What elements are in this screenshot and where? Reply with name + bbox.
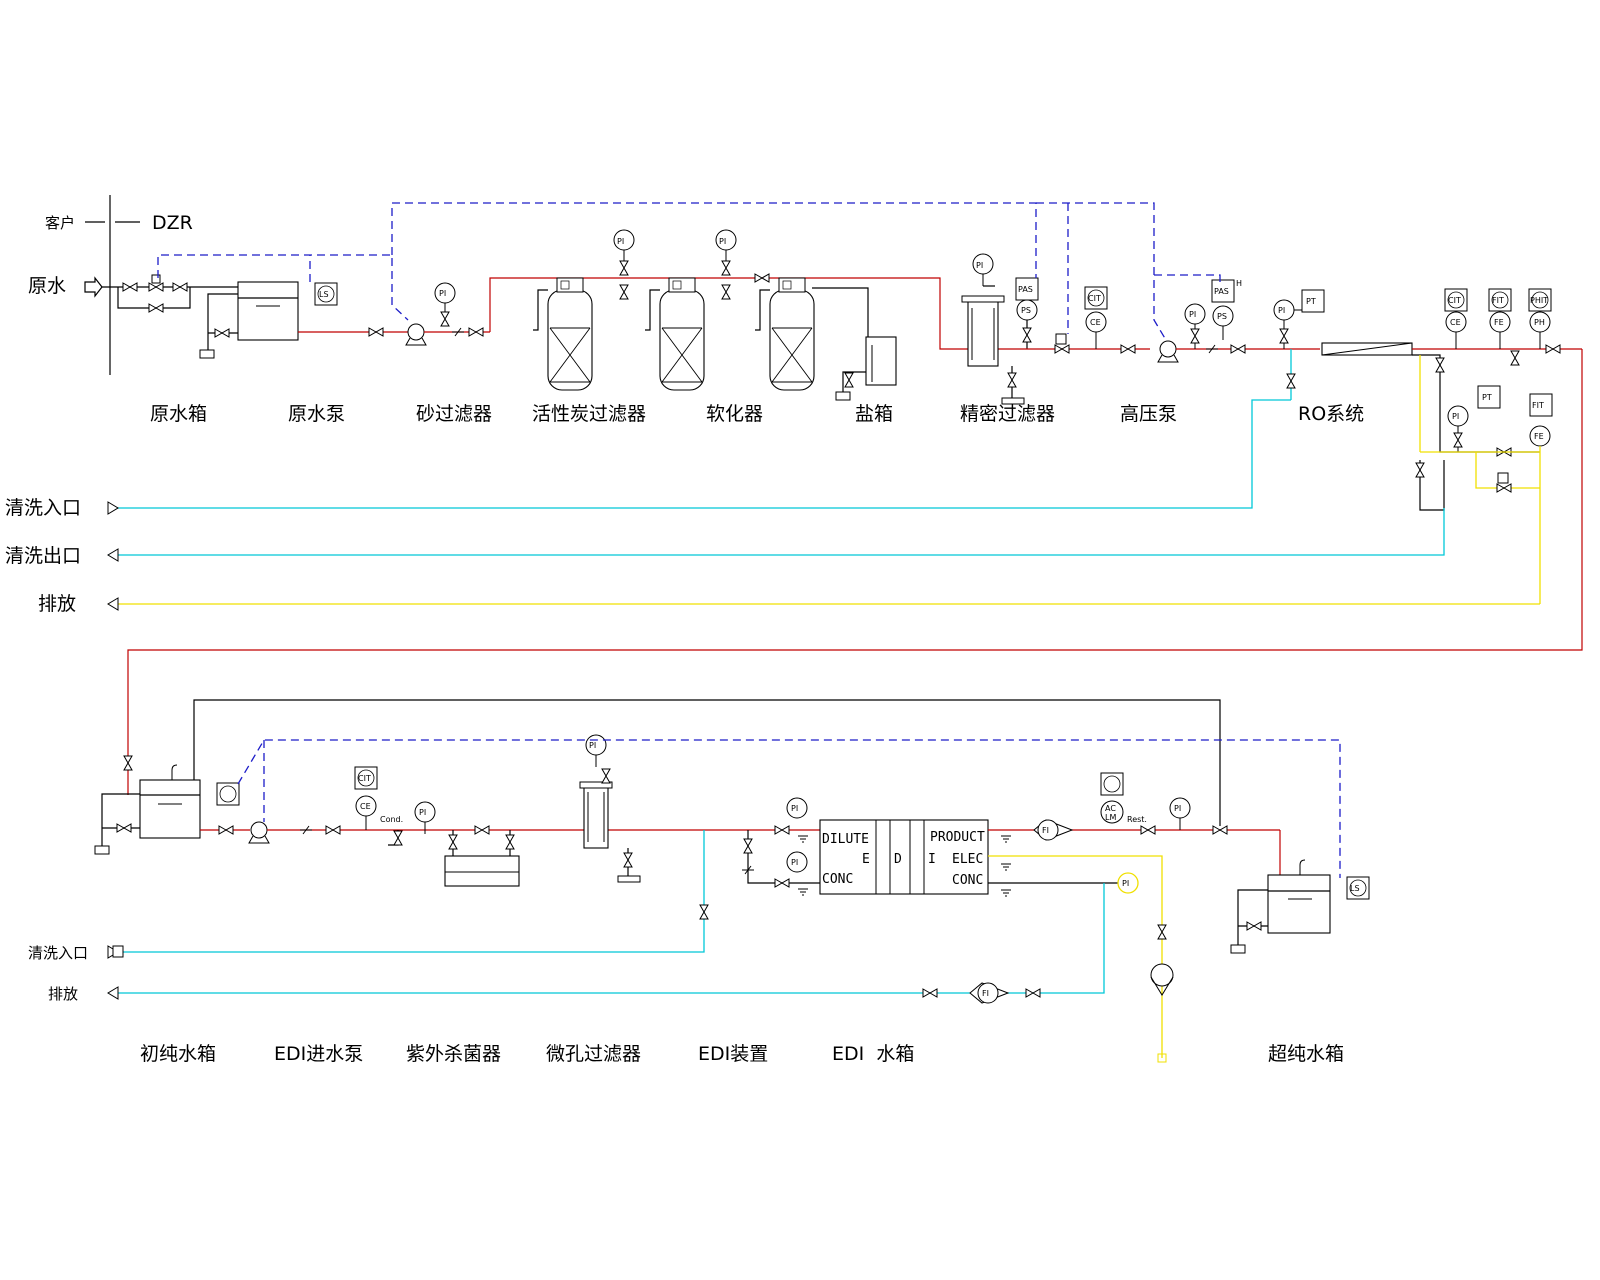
svg-text:CE: CE — [1090, 318, 1101, 327]
svg-text:CIT: CIT — [1448, 296, 1461, 305]
svg-text:PRODUCT: PRODUCT — [930, 830, 985, 845]
label-high-pressure-pump: 高压泵 — [1120, 403, 1177, 425]
svg-text:PI: PI — [419, 808, 426, 817]
svg-text:LM: LM — [1105, 813, 1116, 822]
svg-text:Cond.: Cond. — [380, 815, 403, 824]
svg-text:CONC: CONC — [822, 872, 853, 887]
salt-tank — [865, 336, 897, 386]
svg-text:FI: FI — [1042, 826, 1049, 835]
svg-text:PH: PH — [1534, 318, 1545, 327]
sand-filter — [547, 277, 593, 391]
edi-clean-in-line — [108, 830, 705, 953]
svg-text:PI: PI — [589, 741, 596, 750]
high-pressure-pump — [1159, 340, 1177, 358]
svg-text:PI: PI — [1452, 412, 1459, 421]
svg-text:LS: LS — [1350, 884, 1360, 893]
svg-text:PS: PS — [1217, 312, 1227, 321]
label-raw-water-tank: 原水箱 — [150, 403, 207, 425]
svg-text:PI: PI — [439, 289, 446, 298]
label-ultrapure-tank: 超纯水箱 — [1268, 1043, 1344, 1065]
svg-text:DILUTE: DILUTE — [822, 832, 869, 847]
svg-text:LS: LS — [319, 290, 329, 299]
svg-text:PI: PI — [719, 237, 726, 246]
label-edi-feed-pump: EDI进水泵 — [274, 1043, 363, 1065]
label-edi-water-tank: EDI 水箱 — [832, 1043, 914, 1065]
svg-text:CE: CE — [1450, 318, 1461, 327]
label-edi-unit: EDI装置 — [698, 1043, 768, 1065]
label-ro-system: RO系统 — [1298, 403, 1364, 425]
label-precision-filter: 精密过滤器 — [960, 403, 1055, 425]
raw-water-inlet-arrow — [84, 276, 103, 298]
svg-text:FIT: FIT — [1492, 296, 1504, 305]
ro-clean-in-line — [108, 399, 1291, 509]
svg-text:PI: PI — [1189, 310, 1196, 319]
svg-text:E: E — [862, 852, 870, 867]
softener — [769, 277, 815, 391]
label-salt-tank: 盐箱 — [855, 403, 893, 425]
dzr-label: DZR — [152, 212, 193, 234]
ultrapure-water-tank — [1267, 874, 1331, 934]
svg-text:H: H — [1236, 279, 1242, 288]
label-sand-filter: 砂过滤器 — [416, 403, 492, 425]
svg-text:I: I — [928, 852, 936, 867]
label-carbon-filter: 活性炭过滤器 — [532, 403, 646, 425]
label-softener: 软化器 — [706, 403, 763, 425]
ro-clean-out-label: 清洗出口 — [5, 545, 81, 567]
svg-text:PS: PS — [1021, 306, 1031, 315]
svg-text:PI: PI — [1174, 804, 1181, 813]
svg-text:D: D — [894, 852, 902, 867]
edi-drain-label: 排放 — [48, 985, 78, 1003]
svg-text:FIT: FIT — [1532, 401, 1544, 410]
label-micro-filter: 微孔过滤器 — [546, 1043, 641, 1065]
svg-text:PI: PI — [1278, 306, 1285, 315]
svg-text:PT: PT — [1482, 393, 1492, 402]
edi-module — [819, 819, 989, 895]
svg-text:PAS: PAS — [1018, 285, 1033, 294]
svg-text:PI: PI — [791, 804, 798, 813]
svg-text:AC: AC — [1105, 804, 1116, 813]
raw-water-tank — [237, 281, 299, 341]
ro-clean-out-line — [108, 508, 1445, 556]
raw-water-label: 原水 — [28, 275, 66, 297]
uv-sterilizer — [444, 855, 520, 887]
svg-text:PT: PT — [1306, 297, 1316, 306]
svg-text:FE: FE — [1494, 318, 1504, 327]
svg-text:PAS: PAS — [1214, 287, 1229, 296]
edi-drain-line — [108, 883, 1105, 994]
svg-text:PI: PI — [791, 858, 798, 867]
svg-text:PHIT: PHIT — [1530, 296, 1548, 305]
label-uv-sterilizer: 紫外杀菌器 — [406, 1043, 501, 1065]
svg-text:PI: PI — [1122, 879, 1129, 888]
raw-water-pump — [407, 323, 425, 341]
edi-feed-pump — [250, 821, 268, 839]
ro-drain-label: 排放 — [38, 593, 76, 615]
customer-label: 客户 — [45, 214, 75, 232]
svg-text:FI: FI — [982, 989, 989, 998]
svg-text:ELEC: ELEC — [952, 852, 983, 867]
svg-text:CIT: CIT — [358, 774, 371, 783]
label-primary-pure-tank: 初纯水箱 — [140, 1043, 216, 1065]
carbon-filter — [659, 277, 705, 391]
label-raw-water-pump: 原水泵 — [288, 403, 345, 425]
svg-text:PI: PI — [617, 237, 624, 246]
svg-text:PI: PI — [976, 261, 983, 270]
svg-text:FE: FE — [1534, 432, 1544, 441]
svg-text:Rest.: Rest. — [1127, 815, 1147, 824]
svg-text:CONC: CONC — [952, 873, 983, 888]
svg-text:CE: CE — [360, 802, 371, 811]
svg-text:CIT: CIT — [1088, 294, 1101, 303]
primary-pure-water-tank — [139, 779, 201, 839]
ro-clean-in-label: 清洗入口 — [5, 497, 81, 519]
edi-clean-in-label: 清洗入口 — [28, 944, 88, 962]
